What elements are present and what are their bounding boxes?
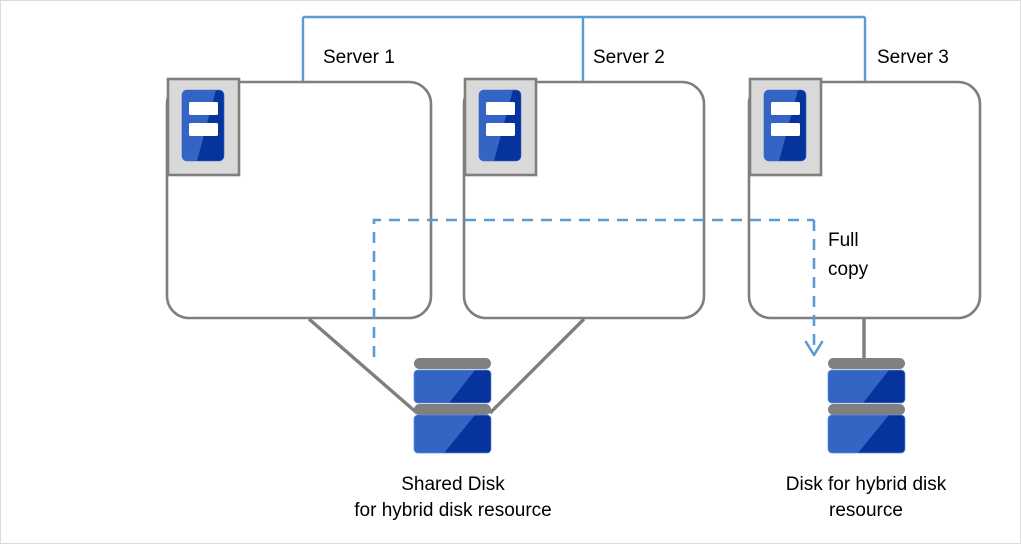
network-bus xyxy=(301,15,867,81)
shared-disk-caption-line1: Shared Disk xyxy=(401,474,505,495)
full-copy-label-line2: copy xyxy=(828,259,869,280)
server-2-label: Server 2 xyxy=(593,47,665,68)
full-copy-label-line1: Full xyxy=(828,230,859,251)
hybrid-disk-caption-line1: Disk for hybrid disk xyxy=(785,474,947,495)
shared-disk-graphic xyxy=(413,358,492,454)
server-1-label: Server 1 xyxy=(323,47,395,68)
server-3-label: Server 3 xyxy=(877,47,949,68)
full-copy-path xyxy=(372,218,824,357)
server-1-icon xyxy=(166,77,241,177)
hybrid-disk-caption-line2: resource xyxy=(829,500,903,521)
shared-disk-connectors xyxy=(307,317,586,415)
server-2-icon xyxy=(463,77,538,177)
server-3-icon xyxy=(748,77,823,177)
shared-disk-caption-line2: for hybrid disk resource xyxy=(354,500,552,521)
hybrid-disk-graphic xyxy=(827,358,906,454)
